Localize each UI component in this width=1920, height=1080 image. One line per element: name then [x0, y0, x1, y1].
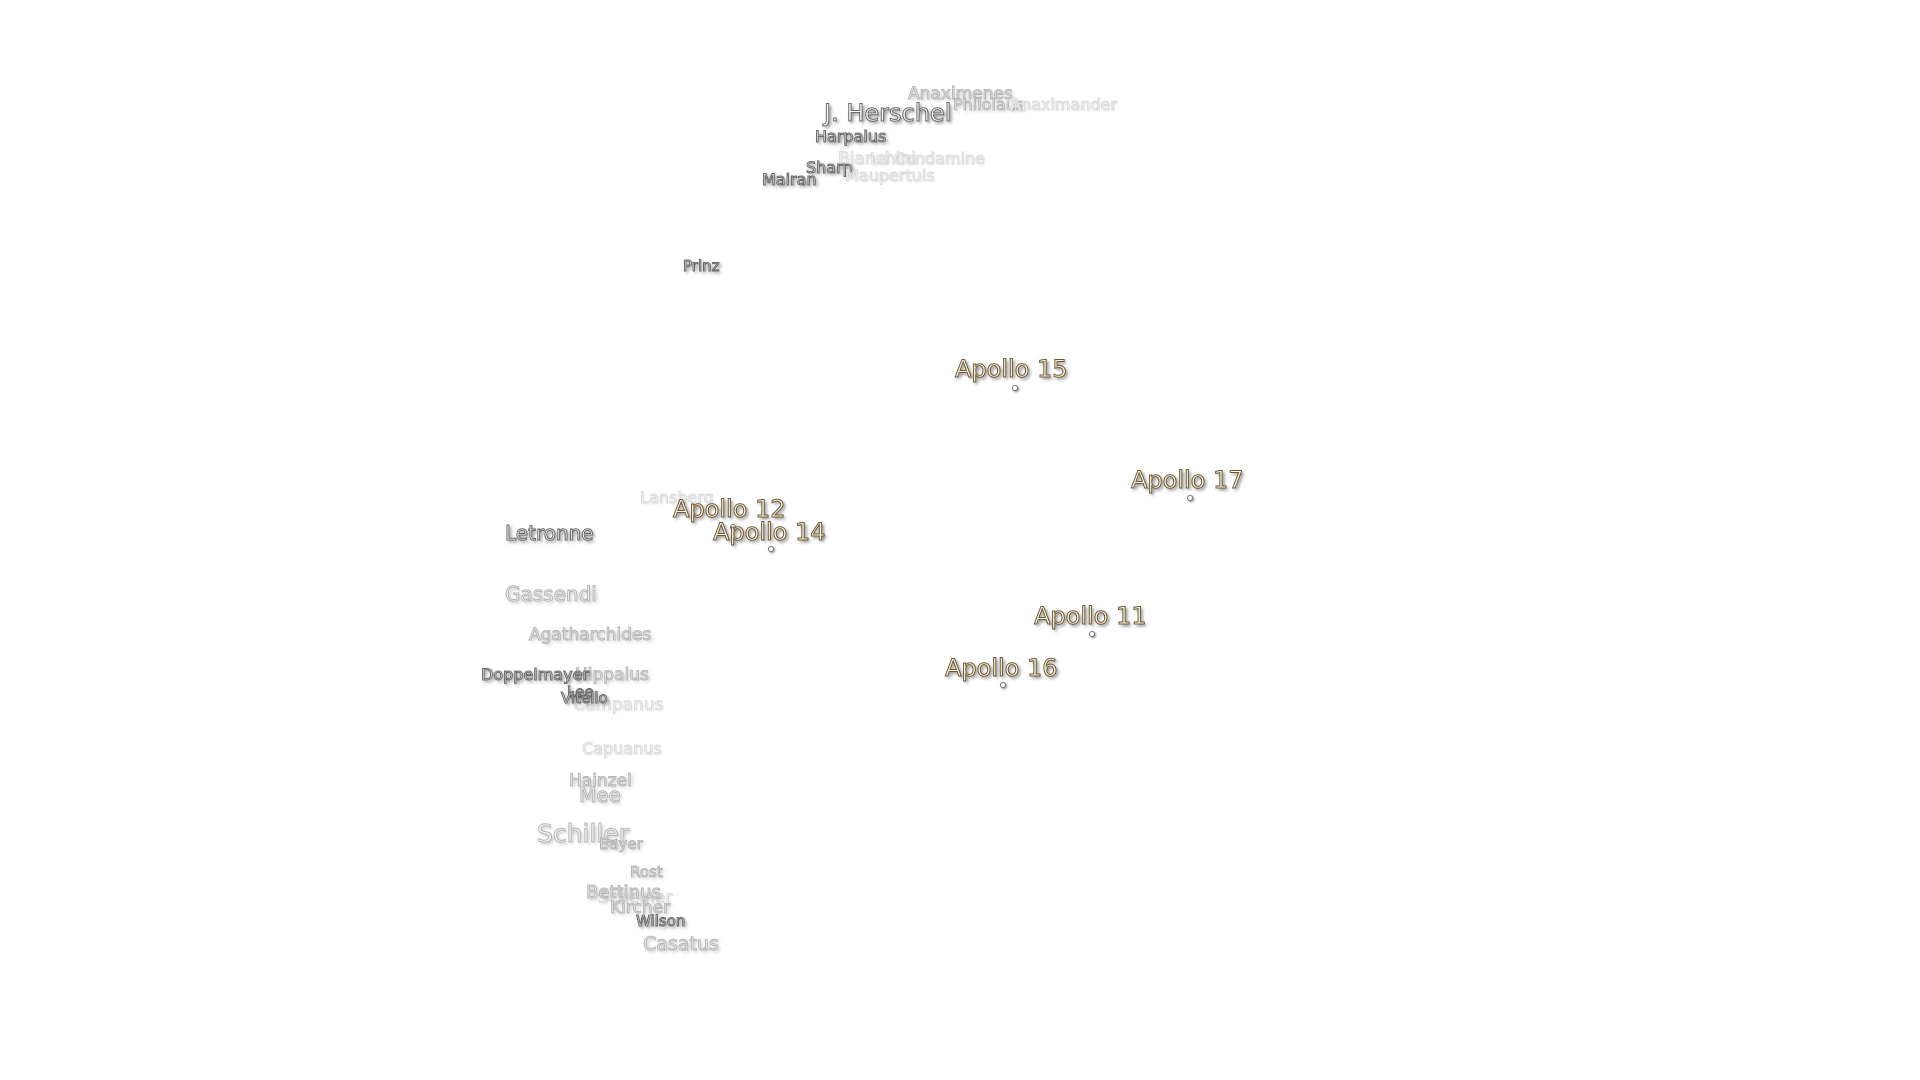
- crater-label-doppelmayer[interactable]: Doppelmayer: [481, 665, 590, 684]
- crater-label-sharp[interactable]: Sharp: [806, 158, 854, 177]
- crater-label-prinz[interactable]: Prinz: [683, 257, 720, 275]
- crater-label-casatus[interactable]: Casatus: [643, 933, 720, 955]
- crater-label-schiller[interactable]: Schiller: [537, 819, 630, 848]
- crater-label-harpalus[interactable]: Harpalus: [814, 127, 887, 146]
- crater-label-hainzel[interactable]: Hainzel: [569, 771, 633, 791]
- apollo-15-label[interactable]: Apollo 15: [955, 355, 1069, 383]
- apollo-17-site-marker[interactable]: [1187, 495, 1193, 501]
- apollo-11-site-marker[interactable]: [1089, 631, 1095, 637]
- apollo-17-label[interactable]: Apollo 17: [1131, 466, 1245, 494]
- crater-label-j-herschel[interactable]: J. Herschel: [823, 99, 952, 127]
- apollo-15-site-marker[interactable]: [1012, 385, 1018, 391]
- crater-label-hippalus[interactable]: Hippalus: [575, 665, 650, 685]
- crater-label-wilson[interactable]: Wilson: [635, 912, 686, 930]
- crater-label-letronne[interactable]: Letronne: [505, 521, 595, 545]
- apollo-12-site-marker[interactable]: [730, 524, 736, 530]
- crater-label-campanus[interactable]: Campanus: [572, 695, 664, 715]
- apollo-16-site-marker[interactable]: [1000, 682, 1006, 688]
- crater-label-mairan[interactable]: Mairan: [762, 170, 818, 189]
- crater-label-anaximander[interactable]: Anaximander: [1010, 95, 1118, 114]
- crater-label-bettinus[interactable]: Bettinus: [586, 882, 662, 903]
- crater-label-bayer[interactable]: Bayer: [599, 835, 644, 853]
- apollo-16-label[interactable]: Apollo 16: [945, 654, 1059, 682]
- crater-label-philolaus[interactable]: Philolaus: [952, 95, 1025, 114]
- apollo-12-label[interactable]: Apollo 12: [673, 495, 787, 523]
- crater-label-scheiner[interactable]: Scheiner: [597, 888, 673, 908]
- apollo-14-site-marker[interactable]: [768, 546, 774, 552]
- crater-label-capuanus[interactable]: Capuanus: [582, 739, 663, 758]
- crater-label-rost[interactable]: Rost: [630, 863, 664, 881]
- apollo-11-label[interactable]: Apollo 11: [1034, 602, 1148, 630]
- apollo-14-label[interactable]: Apollo 14: [713, 518, 827, 546]
- crater-label-anaximenes[interactable]: Anaximenes: [908, 84, 1014, 104]
- crater-label-maupertuis[interactable]: Maupertuis: [845, 166, 936, 185]
- crater-label-la-condamine[interactable]: La Condamine: [870, 149, 986, 168]
- crater-label-vitello[interactable]: Vitello: [561, 689, 609, 707]
- crater-label-agatharchides[interactable]: Agatharchides: [528, 625, 652, 645]
- crater-label-bianchini[interactable]: Bianchini: [838, 149, 917, 169]
- crater-label-mee[interactable]: Mee: [579, 783, 622, 807]
- crater-label-lee[interactable]: Lee: [567, 683, 595, 701]
- crater-label-lansberg[interactable]: Lansberg: [640, 488, 715, 507]
- crater-label-kircher[interactable]: Kircher: [609, 898, 671, 918]
- crater-label-gassendi[interactable]: Gassendi: [505, 582, 598, 606]
